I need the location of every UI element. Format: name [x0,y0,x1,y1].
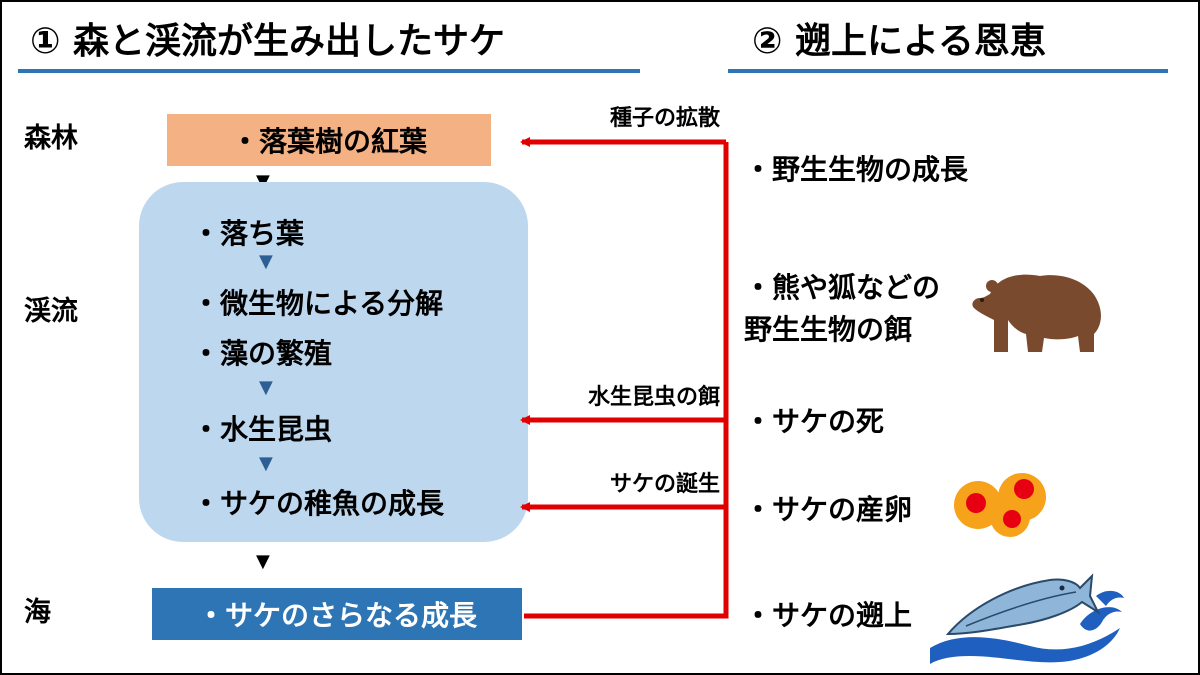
title-right-rule [728,69,1168,73]
benefit-bear-fox-line2: 野生生物の餌 [744,313,913,346]
title-left: ① 森と渓流が生み出したサケ [30,21,506,62]
stream-step-aquatic-insects: ・水生昆虫 [192,413,333,446]
zone-sea-label: 海 [24,597,51,628]
return-flow-line [524,142,729,619]
salmon-birth-label: サケの誕生 [609,472,720,497]
title-right: ② 遡上による恩恵 [752,21,1046,62]
insect-food-label: 水生昆虫の餌 [587,385,720,410]
stream-step-leaf-litter: ・落ち葉 [192,217,305,250]
benefit-wildlife-growth: ・野生生物の成長 [744,153,969,186]
title-left-rule [18,69,640,73]
down-arrow-stream-2: ▼ [259,377,273,398]
benefit-salmon-death: ・サケの死 [744,405,885,438]
salmon-eggs-icon [954,473,1046,537]
seed-dispersal-label: 種子の拡散 [609,106,720,131]
salmon-wave-icon [930,573,1124,664]
bear-icon [972,274,1101,352]
sea-growth-label: ・サケのさらなる成長 [196,599,477,632]
stream-region [139,182,528,542]
down-arrow-sea: ▼ [256,551,270,572]
down-arrow-stream-3: ▼ [259,453,273,474]
autumn-leaves-box: ・落葉樹の紅葉 [167,114,491,166]
stream-step-fry-growth: ・サケの稚魚の成長 [192,487,445,520]
zone-forest-label: 森林 [24,123,78,154]
stream-step-decomposition: ・微生物による分解 [192,287,444,320]
benefit-bear-fox-line1: ・熊や狐などの [744,271,941,304]
autumn-leaves-label: ・落葉樹の紅葉 [230,125,427,158]
down-arrow-stream-1: ▼ [259,251,273,272]
sea-growth-box: ・サケのさらなる成長 [152,588,522,640]
benefit-salmon-spawn: ・サケの産卵 [744,493,913,526]
stream-step-algae: ・藻の繁殖 [192,337,333,370]
benefit-salmon-run: ・サケの遡上 [744,599,913,632]
zone-stream-label: 渓流 [24,296,78,327]
